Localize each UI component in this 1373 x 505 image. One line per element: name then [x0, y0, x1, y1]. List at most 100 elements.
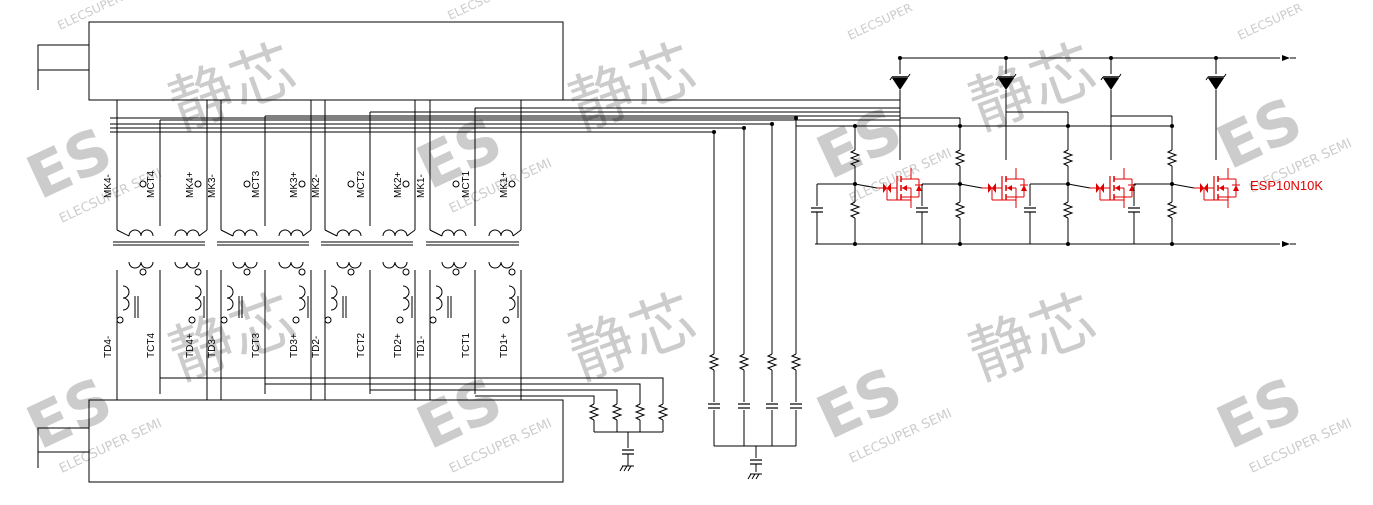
- phy-box: [88, 399, 564, 483]
- junction-dot: [1066, 242, 1070, 246]
- capacitor-icon: [765, 403, 779, 409]
- lower-pin-label: TCT2: [356, 333, 367, 358]
- upper-pin-label: MK1-: [416, 174, 427, 198]
- coil-icon: [298, 285, 306, 311]
- mosfet-icon: [1089, 167, 1137, 209]
- capacitor-icon: [1023, 207, 1037, 213]
- tct-route: [265, 383, 641, 400]
- junction-dot: [853, 242, 857, 246]
- upper-pin-label: MK4-: [103, 174, 114, 198]
- shield-ground-top: [37, 44, 89, 90]
- coil-icon: [508, 285, 516, 311]
- junction-dot: [1004, 56, 1008, 60]
- capacitor-icon: [749, 459, 763, 465]
- watermark-brand: ELECSUPER: [845, 1, 914, 43]
- lower-pin-label: TD2+: [393, 333, 404, 358]
- lower-pin-label: TD3+: [289, 333, 300, 358]
- capacitor-icon: [915, 207, 929, 213]
- lower-pin-label: TD1+: [499, 333, 510, 358]
- arrow-out-icon: [1282, 241, 1290, 247]
- resistor-icon: [955, 197, 965, 223]
- watermark-brand: ELECSUPER: [1235, 1, 1304, 43]
- lower-pin-label: TD3-: [207, 336, 218, 358]
- resistor-icon: [739, 349, 749, 375]
- lower-pin-label: TCT3: [251, 333, 262, 358]
- transformer-group: [113, 100, 208, 400]
- tvs-diode-icon: [1100, 73, 1122, 91]
- capacitor-icon: [810, 207, 824, 213]
- shield-ground-bottom: [37, 427, 89, 468]
- resistor-icon: [709, 349, 719, 375]
- coil-icon: [128, 261, 154, 269]
- protection-network: [796, 55, 1296, 247]
- resistor-icon: [612, 399, 622, 425]
- resistor-icon: [1063, 197, 1073, 223]
- upper-pin-label: MK2+: [393, 171, 404, 198]
- capacitor-icon: [621, 449, 635, 455]
- lower-pin-label: TD4-: [103, 336, 114, 358]
- lower-pin-label: TCT4: [146, 333, 157, 358]
- pin-ring: [508, 268, 516, 276]
- pin-ring: [194, 180, 202, 188]
- termination-network: [110, 116, 803, 480]
- rj45-connector-box: [88, 21, 564, 101]
- watermark-chinese: 静芯: [960, 32, 1106, 145]
- coil-icon: [174, 229, 200, 237]
- lower-pin-label: TCT1: [461, 333, 472, 358]
- coil-icon: [232, 261, 258, 269]
- resistor-icon: [1167, 145, 1177, 171]
- pin-ring: [243, 268, 251, 276]
- ground-icon: [747, 473, 763, 480]
- resistor-icon: [791, 349, 801, 375]
- coil-icon: [128, 229, 154, 237]
- resistor-icon: [1167, 197, 1177, 223]
- watermark-brand: ELECSUPER: [55, 0, 124, 33]
- coil-icon: [330, 285, 338, 311]
- coil-icon: [435, 285, 443, 311]
- resistor-icon: [955, 145, 965, 171]
- ground-icon: [619, 465, 635, 472]
- watermark-brand: ELECSUPER: [445, 0, 514, 23]
- junction-dot: [958, 242, 962, 246]
- coil-icon: [278, 261, 304, 269]
- resistor-icon: [1063, 145, 1073, 171]
- upper-pin-label: MK3+: [289, 171, 300, 198]
- junction-dot: [1109, 56, 1113, 60]
- coil-icon: [488, 261, 514, 269]
- pin-ring: [243, 180, 251, 188]
- part-label: ESP10N10K: [1250, 178, 1323, 193]
- upper-pin-label: MK2-: [311, 174, 322, 198]
- coil-icon: [336, 261, 362, 269]
- resistor-icon: [767, 349, 777, 375]
- coil-icon: [441, 261, 467, 269]
- tct-route: [160, 377, 664, 400]
- pin-ring: [452, 268, 460, 276]
- coil-icon: [194, 285, 202, 311]
- tct-route: [370, 389, 618, 400]
- upper-pin-label: MK1+: [499, 171, 510, 198]
- coil-icon: [488, 229, 514, 237]
- junction-dot: [1214, 56, 1218, 60]
- junction-dot: [898, 56, 902, 60]
- upper-pin-label: MCT1: [461, 170, 472, 198]
- capacitor-icon: [1127, 207, 1141, 213]
- coil-icon: [122, 285, 130, 311]
- arrow-out-icon: [1282, 55, 1290, 61]
- transformer-group: [217, 100, 312, 400]
- lower-pin-label: TD1-: [416, 336, 427, 358]
- pin-ring: [188, 316, 196, 324]
- pin-ring: [396, 316, 404, 324]
- pin-ring: [298, 180, 306, 188]
- pin-ring: [347, 180, 355, 188]
- pin-ring: [324, 316, 332, 324]
- capacitor-icon: [737, 403, 751, 409]
- lower-pin-label: TD4+: [185, 333, 196, 358]
